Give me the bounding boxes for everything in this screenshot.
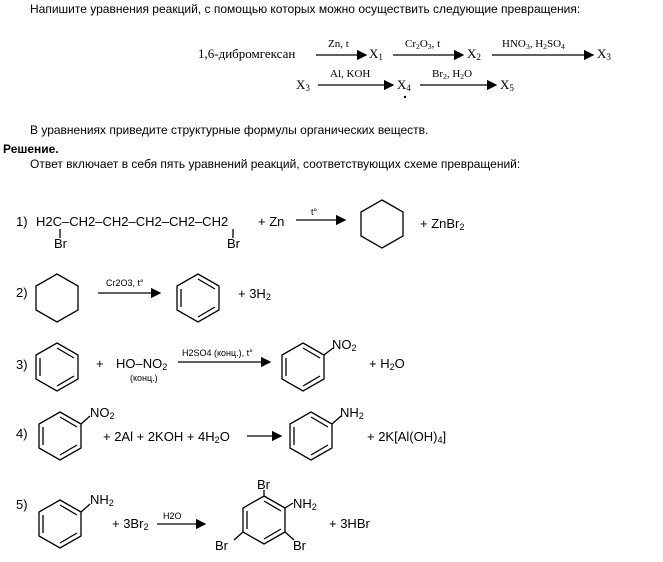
r3-product: + H2O <box>369 356 405 372</box>
scheme1-arrow3-label: HNO3, H2SO4 <box>502 38 565 51</box>
scheme1-arrow1-label: Zn, t <box>328 38 349 50</box>
r4-no2: NO2 <box>90 405 115 421</box>
scheme1-x3: X3 <box>597 46 611 62</box>
scheme2-arrow5-label: Br2, H2O <box>432 68 473 81</box>
scheme1-start: 1,6-дибромгексан <box>198 46 296 61</box>
r5-nh2-product: NH2 <box>293 496 317 512</box>
r3-no2: NO2 <box>332 337 357 353</box>
r1-product: + ZnBr2 <box>420 216 465 232</box>
task-text: Напишите уравнения реакций, с помощью ко… <box>30 2 581 16</box>
r2-benzene <box>176 273 220 323</box>
r5-product: + 3HBr <box>329 516 370 531</box>
r2-number: 2) <box>16 285 28 300</box>
scheme2-x4: X4 <box>397 77 411 93</box>
r1-br-left: Br <box>54 236 67 251</box>
r4-nitrobenzene <box>38 411 82 461</box>
scheme2-arrow4-label: Al, KOH <box>330 68 371 80</box>
r4-aniline <box>289 411 333 461</box>
r5-reagent: + 3Br2 <box>112 516 149 532</box>
r5-tribromoaniline <box>242 495 286 545</box>
r3-reagent: HO–NO2 <box>116 356 168 372</box>
r1-zn: + Zn <box>258 214 285 229</box>
scheme2-x3: X3 <box>296 77 310 93</box>
r2-cyclohexane <box>35 273 79 323</box>
r5-br-right: Br <box>293 538 306 553</box>
r4-reagents: + 2Al + 2KOH + 4H2O <box>103 429 230 445</box>
r3-nitrobenzene <box>281 342 325 392</box>
r4-product: + 2K[Al(OH)4] <box>367 429 447 445</box>
r2-product: + 3H2 <box>238 286 271 302</box>
r5-condition: H2O <box>163 511 182 521</box>
scheme1-x2: X2 <box>467 46 481 62</box>
r1-condition: t° <box>311 207 318 217</box>
note-text: В уравнениях приведите структурные форму… <box>30 123 429 137</box>
scheme1-x1: X1 <box>369 46 383 62</box>
r4-nh2: NH2 <box>340 405 364 421</box>
scheme2-x5: X5 <box>500 77 514 93</box>
r5-br-top: Br <box>257 477 270 492</box>
r3-conc: (конц.) <box>130 373 158 383</box>
r2-condition: Cr2O3, t° <box>106 278 144 288</box>
r3-benzene <box>35 342 79 392</box>
scheme1-arrow2-label: Cr2O3, t <box>405 38 441 51</box>
r5-nh2: NH2 <box>90 492 114 508</box>
r5-aniline <box>38 499 82 549</box>
r3-plus: + <box>96 356 104 371</box>
solution-label: Решение. <box>3 142 59 156</box>
r4-number: 4) <box>16 426 28 441</box>
r3-condition: H2SO4 (конц.), t° <box>182 348 253 358</box>
r1-chain: H2C–CH2–CH2–CH2–CH2–CH2 <box>36 214 229 229</box>
r5-number: 5) <box>16 497 28 512</box>
r1-number: 1) <box>16 214 28 229</box>
answer-intro: Ответ включает в себя пять уравнений реа… <box>30 157 521 171</box>
r3-number: 3) <box>16 357 28 372</box>
r5-br-left: Br <box>215 538 228 553</box>
scheme2-x4-dot <box>403 95 407 99</box>
r1-cyclohexane <box>360 199 404 249</box>
r1-br-right: Br <box>227 236 240 251</box>
